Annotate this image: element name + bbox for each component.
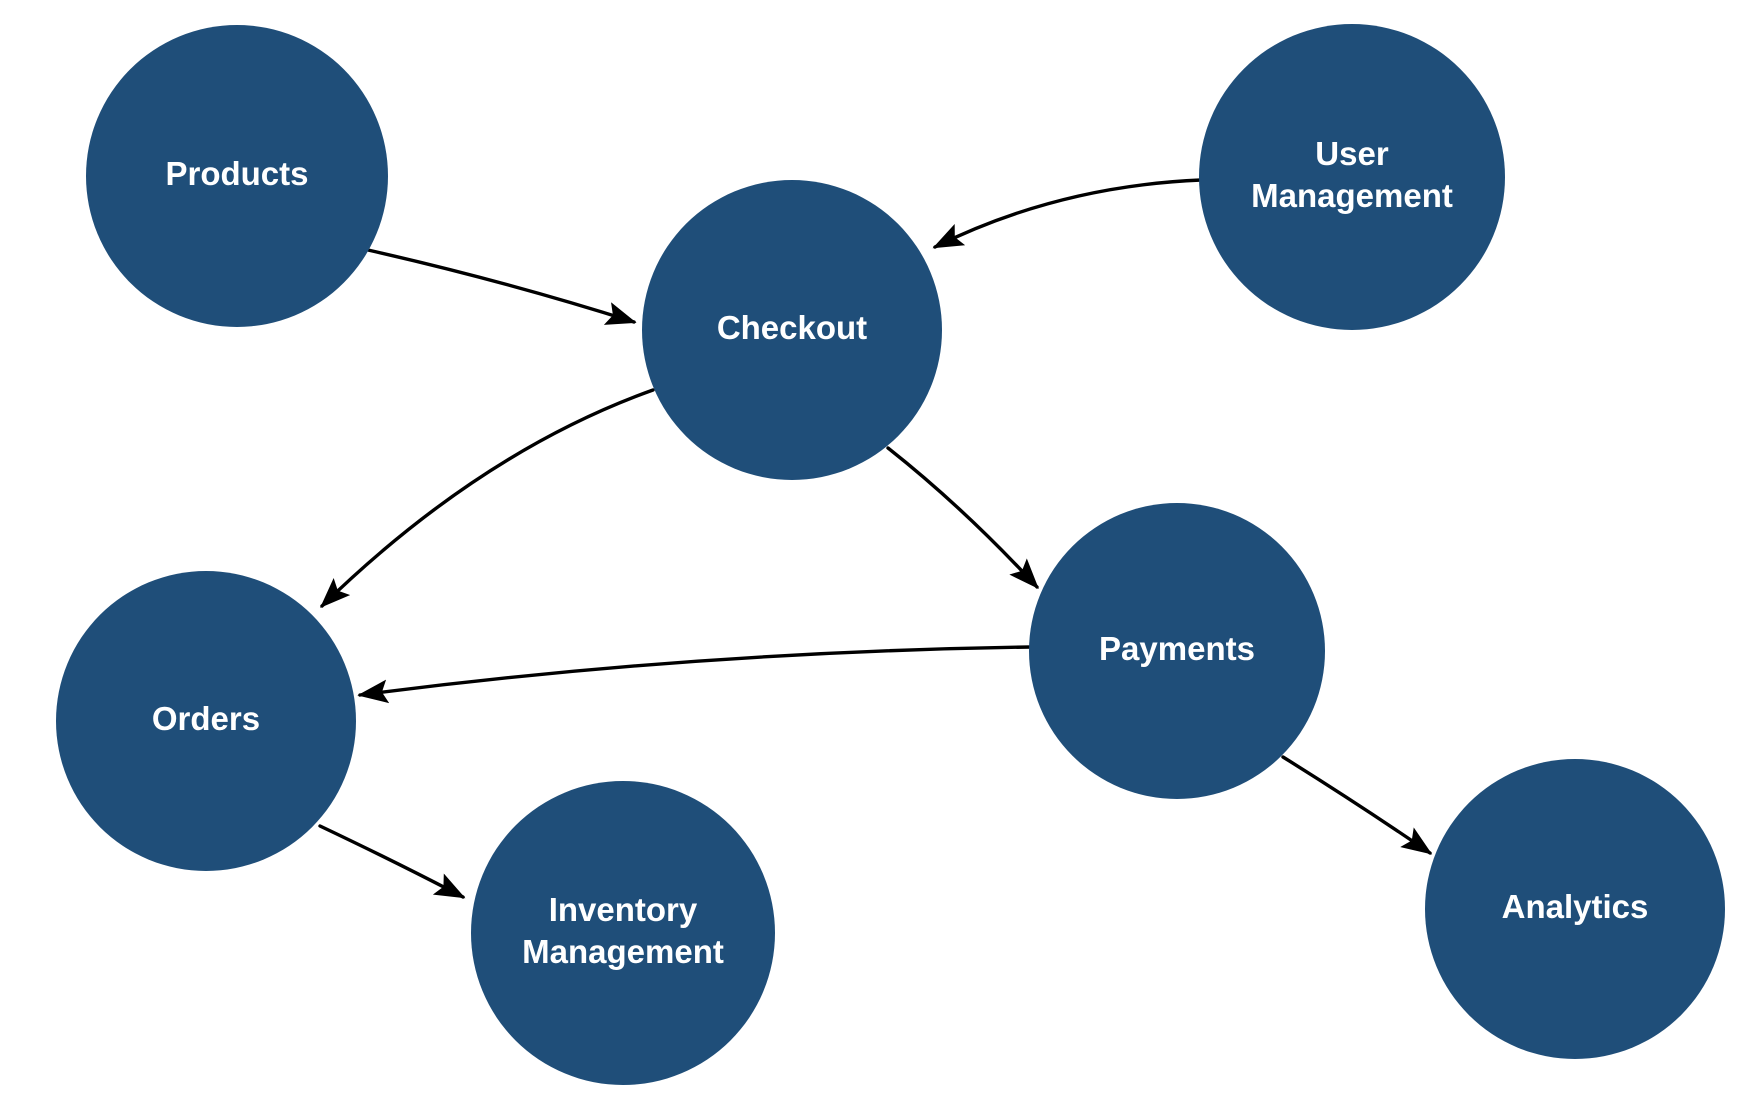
edge-line-payments-to-orders [357, 645, 1033, 704]
node-circle-analytics[interactable] [1425, 759, 1725, 1059]
node-circle-products[interactable] [86, 25, 388, 327]
node-circle-inventory-management[interactable] [471, 781, 775, 1085]
edge-checkout-to-orders[interactable] [320, 388, 655, 608]
edge-orders-to-inventory-management[interactable] [318, 824, 466, 899]
edge-line-checkout-to-orders [320, 388, 655, 608]
node-circle-payments[interactable] [1029, 503, 1325, 799]
edge-layer [318, 178, 1433, 899]
node-checkout[interactable]: Checkout [642, 180, 942, 480]
edge-line-user-management-to-checkout [932, 178, 1203, 249]
edge-checkout-to-payments[interactable] [886, 446, 1039, 589]
node-circle-orders[interactable] [56, 571, 356, 871]
edge-products-to-checkout[interactable] [366, 248, 637, 325]
edge-payments-to-analytics[interactable] [1281, 755, 1433, 855]
node-circle-checkout[interactable] [642, 180, 942, 480]
edge-line-checkout-to-payments [886, 446, 1039, 589]
edge-line-products-to-checkout [366, 248, 637, 325]
edge-line-payments-to-analytics [1281, 755, 1433, 855]
node-circle-user-management[interactable] [1199, 24, 1505, 330]
node-orders[interactable]: Orders [56, 571, 356, 871]
edge-payments-to-orders[interactable] [357, 645, 1033, 704]
edge-user-management-to-checkout[interactable] [932, 178, 1203, 249]
node-analytics[interactable]: Analytics [1425, 759, 1725, 1059]
edge-line-orders-to-inventory-management [318, 824, 466, 899]
node-products[interactable]: Products [86, 25, 388, 327]
node-payments[interactable]: Payments [1029, 503, 1325, 799]
